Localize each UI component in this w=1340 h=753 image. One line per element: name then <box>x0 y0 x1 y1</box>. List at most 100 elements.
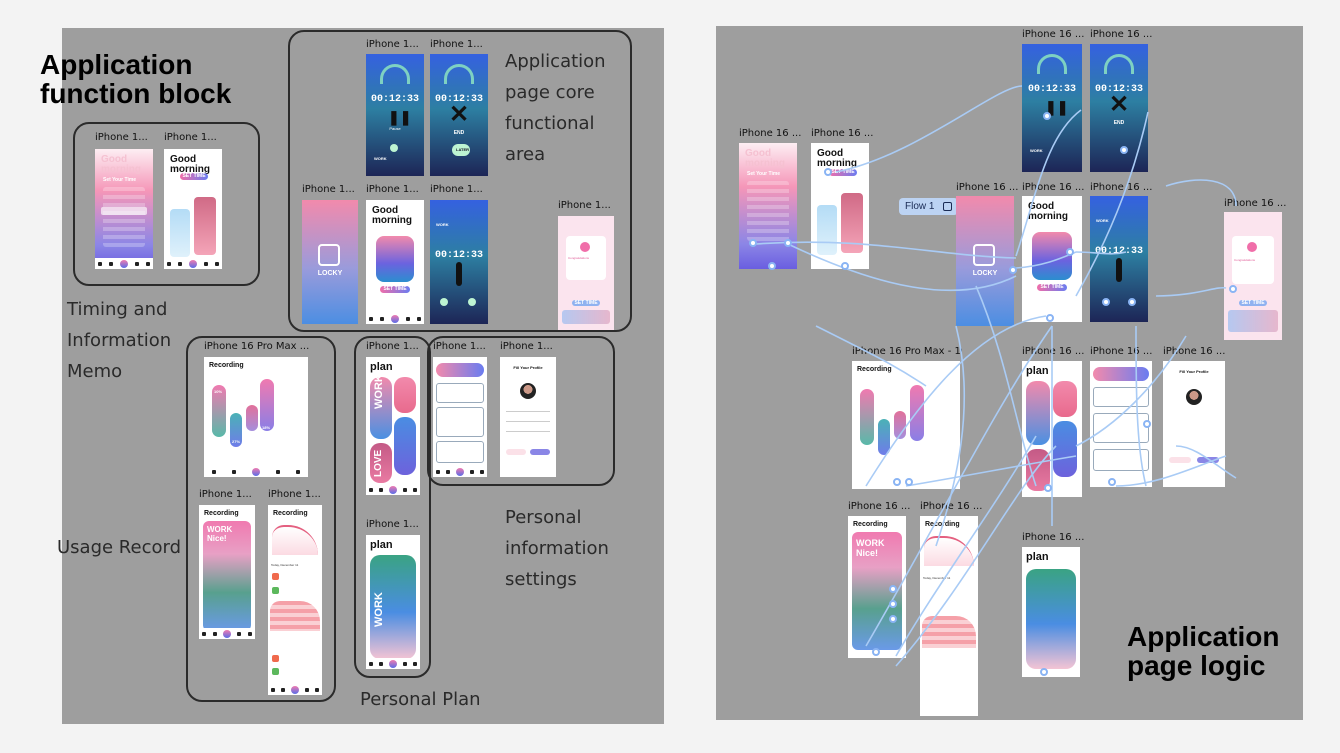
flow-node[interactable] <box>905 478 913 486</box>
set-time-button[interactable]: SET TIME <box>180 173 208 180</box>
frame-set-time[interactable]: Good morning Set Your Time <box>739 143 797 269</box>
flow-node[interactable] <box>1040 668 1048 676</box>
flow-node[interactable] <box>1120 146 1128 154</box>
frame-timer-work[interactable]: WORK 00:12:33 <box>430 200 488 324</box>
skip-button[interactable] <box>506 449 526 455</box>
frame-timer-work[interactable]: WORK 00:12:33 <box>1090 196 1148 322</box>
flow-node[interactable] <box>784 239 792 247</box>
pause-icon[interactable]: ❚❚ <box>388 109 412 125</box>
flow-node[interactable] <box>872 648 880 656</box>
time-picker[interactable] <box>103 187 145 247</box>
bottom-nav[interactable] <box>164 258 222 269</box>
set-time-button[interactable]: SET TIME <box>829 169 857 176</box>
frame-profile-menu[interactable] <box>433 357 487 477</box>
frame-recording-chart[interactable]: Recording 10% 27% 18% <box>204 357 308 477</box>
frame-set-time[interactable]: Good morning Set Your Time <box>95 149 153 269</box>
bottom-nav[interactable] <box>366 484 420 495</box>
flow-node[interactable] <box>1009 266 1017 274</box>
avatar[interactable] <box>520 383 536 399</box>
frame-fill-profile[interactable]: Fill Your Profile <box>500 357 556 477</box>
frame-congratulations[interactable]: Congratulations SET TIME <box>558 216 614 330</box>
key-icon <box>1116 258 1122 282</box>
flow-node[interactable] <box>841 262 849 270</box>
frame-fill-profile[interactable]: Fill Your Profile <box>1163 361 1225 487</box>
skip-button[interactable] <box>1169 457 1191 463</box>
card-pink[interactable] <box>841 193 863 253</box>
flow-node[interactable] <box>1108 478 1116 486</box>
flow-node[interactable] <box>1043 112 1051 120</box>
flow-node[interactable] <box>1229 285 1237 293</box>
card-pink[interactable] <box>194 197 216 255</box>
plan-card-work[interactable] <box>1026 569 1076 669</box>
recording-title: Recording <box>204 510 239 517</box>
frame-good-morning-2[interactable]: Good morning SET TIME <box>1022 196 1082 322</box>
plan-card-play[interactable] <box>394 417 416 475</box>
frame-plan-2[interactable]: plan WORK <box>366 535 420 669</box>
end-x-icon[interactable]: ✕ <box>1108 91 1130 118</box>
frame-good-morning[interactable]: Good morning SET TIME <box>164 149 222 269</box>
frame-locky-splash[interactable]: LOCKY <box>956 196 1014 326</box>
set-time-button[interactable]: SET TIME <box>380 286 410 293</box>
later-button[interactable] <box>452 144 470 156</box>
frame-locky-splash[interactable]: LOCKY <box>302 200 358 324</box>
start-button[interactable] <box>530 449 550 455</box>
frame-label: iPhone 16 ... <box>1090 29 1153 40</box>
frame-plan[interactable]: plan WORK LOVE <box>366 357 420 495</box>
flow-node[interactable] <box>893 478 901 486</box>
recording-title: Recording <box>853 521 888 528</box>
flow-node[interactable] <box>1143 420 1151 428</box>
flow-node[interactable] <box>889 585 897 593</box>
input-field[interactable] <box>506 407 550 412</box>
plan-card-play[interactable] <box>1053 421 1077 477</box>
frame-good-morning-2[interactable]: Good morning SET TIME <box>366 200 424 324</box>
flow-node[interactable] <box>1102 298 1110 306</box>
flow-node[interactable] <box>824 168 832 176</box>
frame-plan-2[interactable]: plan <box>1022 547 1080 677</box>
set-time-button[interactable]: SET TIME <box>1037 284 1067 291</box>
frame-congratulations[interactable]: Congratulations SET TIME <box>1224 212 1282 340</box>
bottom-nav[interactable] <box>199 628 255 639</box>
bottom-nav[interactable] <box>268 684 322 695</box>
bottom-nav[interactable] <box>95 258 153 269</box>
set-time-button[interactable]: SET TIME <box>572 300 600 306</box>
bottom-nav[interactable] <box>366 313 424 324</box>
flow-chip[interactable]: Flow 1 <box>899 198 959 215</box>
frame-timer-pause[interactable]: 00:12:33 ❚❚ WORK <box>1022 44 1082 172</box>
bottom-nav[interactable] <box>433 466 487 477</box>
avatar[interactable] <box>1186 389 1202 405</box>
plan-card-work[interactable] <box>1026 381 1050 445</box>
frame-recording-work[interactable]: Recording WORK Nice! <box>199 505 255 639</box>
plan-card-love[interactable] <box>370 443 392 483</box>
lock-device-card[interactable] <box>376 236 414 282</box>
frame-timer-end[interactable]: 00:12:33 ✕ END LATER <box>430 54 488 176</box>
flow-node[interactable] <box>1066 248 1074 256</box>
action-dot[interactable] <box>468 298 476 306</box>
action-dot[interactable] <box>440 298 448 306</box>
flow-node[interactable] <box>889 600 897 608</box>
flow-line <box>1075 111 1149 297</box>
end-x-icon[interactable]: ✕ <box>448 101 470 128</box>
plan-card-work[interactable] <box>370 555 416 659</box>
set-time-button[interactable]: SET TIME <box>1239 300 1267 306</box>
card-blue[interactable] <box>170 209 190 257</box>
bottom-nav[interactable] <box>366 658 420 669</box>
start-button[interactable] <box>1197 457 1219 463</box>
flow-node[interactable] <box>749 239 757 247</box>
bottom-nav[interactable] <box>204 466 308 477</box>
flow-node[interactable] <box>1046 314 1054 322</box>
frame-label: iPhone 1... <box>558 200 611 211</box>
plan-card-work[interactable] <box>370 377 392 439</box>
plan-card-lunch[interactable] <box>1053 381 1077 417</box>
flow-node[interactable] <box>768 262 776 270</box>
frame-timer-pause[interactable]: 00:12:33 ❚❚ Pause WORK <box>366 54 424 176</box>
input-field[interactable] <box>506 427 550 432</box>
flow-node[interactable] <box>889 615 897 623</box>
plan-card-lunch[interactable] <box>394 377 416 413</box>
flow-node[interactable] <box>1128 298 1136 306</box>
time-picker[interactable] <box>747 181 789 241</box>
input-field[interactable] <box>506 417 550 422</box>
frame-recording-graph[interactable]: Recording Today, December 11 <box>268 505 322 695</box>
action-dot[interactable] <box>390 144 398 152</box>
flow-node[interactable] <box>1044 484 1052 492</box>
timer-arc <box>380 64 410 84</box>
